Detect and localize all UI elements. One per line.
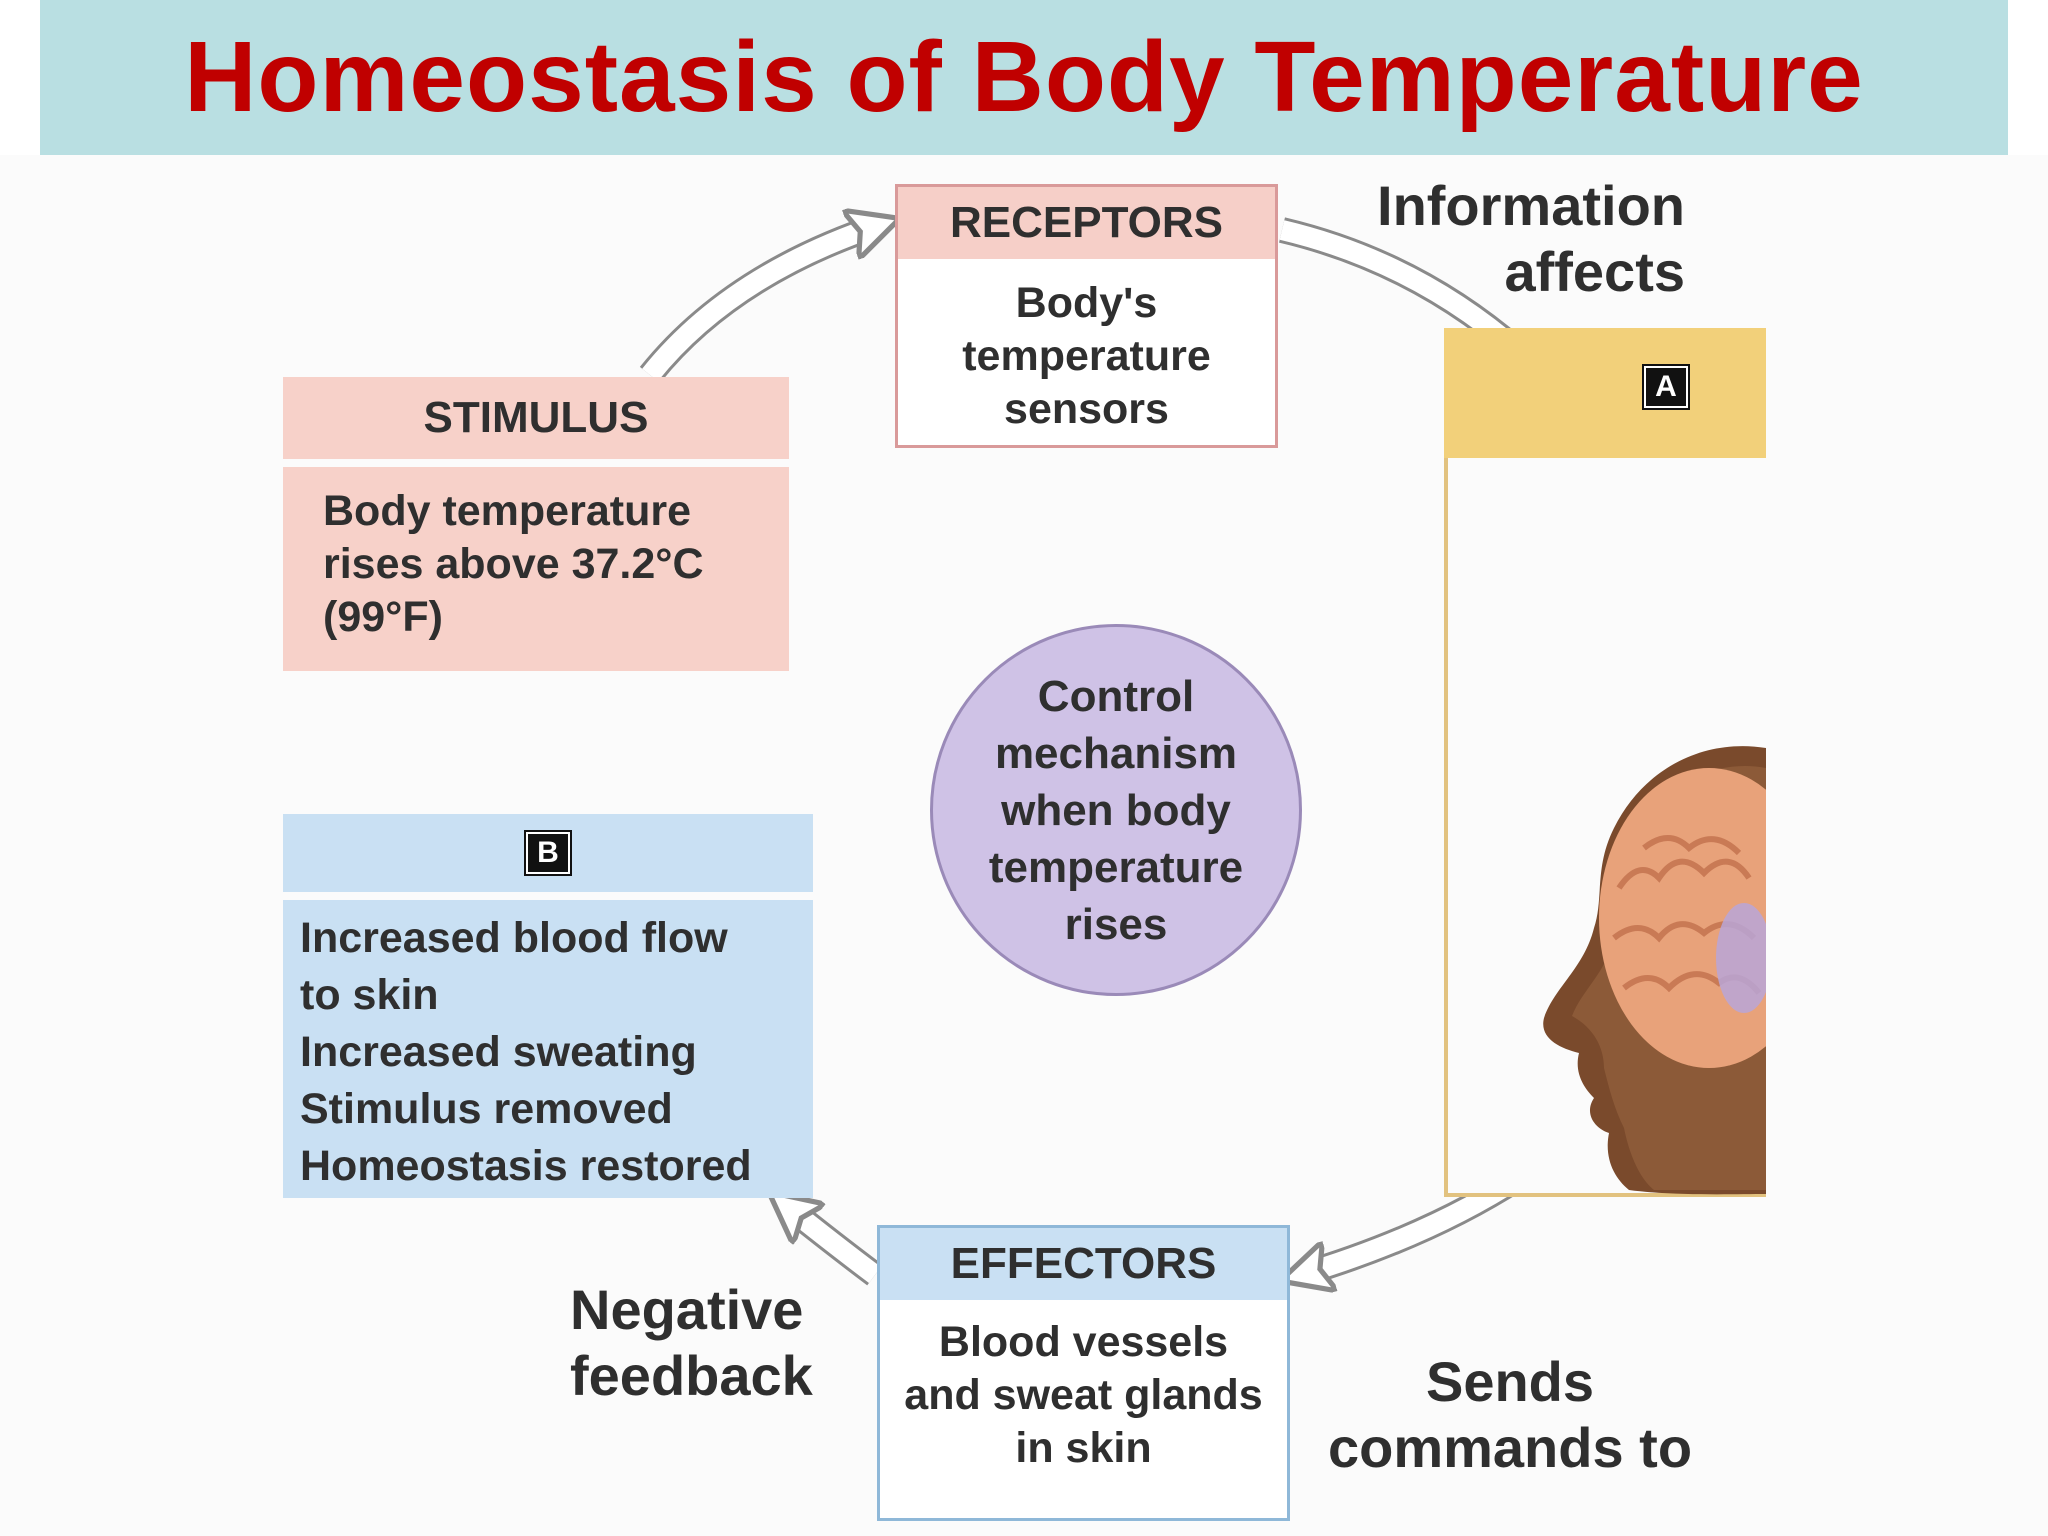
receptors-line: sensors: [1004, 385, 1169, 433]
response-line: Increased sweating: [300, 1028, 697, 1076]
response-line: Homeostasis restored: [300, 1142, 752, 1190]
negative-feedback-line: feedback: [570, 1344, 813, 1407]
stimulus-line: rises above 37.2°C: [323, 540, 704, 588]
response-box-b: B Increased blood flow to skin Increased…: [283, 814, 813, 1356]
control-line: temperature: [988, 842, 1244, 892]
receptors-line: temperature: [962, 332, 1211, 380]
sends-label-line: commands to: [1327, 1416, 1693, 1479]
receptors-header: RECEPTORS: [898, 187, 1275, 259]
effectors-line: in skin: [1015, 1424, 1152, 1472]
panel-a-badge: A: [1644, 366, 1688, 408]
sends-commands-label: Sends commands to: [1320, 1349, 1700, 1481]
response-description: Increased blood flow to skin Increased s…: [283, 900, 813, 1198]
control-line: mechanism: [994, 728, 1238, 778]
effectors-line: Blood vessels: [938, 1318, 1229, 1366]
negative-feedback-label: Negative feedback: [570, 1277, 813, 1409]
control-line: Control: [1037, 671, 1195, 721]
brain-panel-a: A: [1444, 328, 1766, 1197]
title-bar: Homeostasis of Body Temperature: [40, 0, 2008, 155]
response-line: Increased blood flow: [300, 914, 728, 962]
stimulus-line: (99°F): [323, 593, 443, 641]
sends-label-line: Sends: [1425, 1350, 1595, 1413]
information-label-line: affects: [1504, 240, 1685, 303]
control-line: rises: [1064, 899, 1168, 949]
response-line: Stimulus removed: [300, 1085, 673, 1133]
response-line: to skin: [300, 971, 439, 1019]
stimulus-line: Body temperature: [323, 487, 691, 535]
feedback-diagram: RECEPTORS Body's temperature sensors Inf…: [0, 155, 2048, 1536]
effectors-header: EFFECTORS: [880, 1228, 1287, 1300]
effectors-line: and sweat glands: [904, 1371, 1263, 1419]
control-line: when body: [1001, 785, 1231, 835]
effectors-description: Blood vessels and sweat glands in skin: [880, 1300, 1287, 1475]
stimulus-header: STIMULUS: [283, 377, 789, 459]
head-illustration: [1543, 746, 1766, 1195]
effectors-box: EFFECTORS Blood vessels and sweat glands…: [877, 1225, 1290, 1521]
stimulus-box: STIMULUS Body temperature rises above 37…: [283, 377, 789, 672]
hypothalamus-icon: [1716, 903, 1766, 1013]
response-header: B: [283, 814, 813, 892]
receptors-line: Body's: [1015, 279, 1158, 327]
panel-b-badge: B: [526, 832, 570, 874]
slide-title: Homeostasis of Body Temperature: [184, 21, 1864, 133]
negative-feedback-line: Negative: [570, 1278, 804, 1341]
receptors-description: Body's temperature sensors: [898, 259, 1275, 436]
information-affects-label: Information affects: [1340, 173, 1685, 305]
stimulus-description: Body temperature rises above 37.2°C (99°…: [283, 467, 789, 671]
panel-a-header: [1444, 328, 1766, 458]
control-mechanism-circle: Control mechanism when body temperature …: [930, 624, 1302, 996]
information-label-line: Information: [1377, 174, 1685, 237]
receptors-box: RECEPTORS Body's temperature sensors: [895, 184, 1278, 448]
